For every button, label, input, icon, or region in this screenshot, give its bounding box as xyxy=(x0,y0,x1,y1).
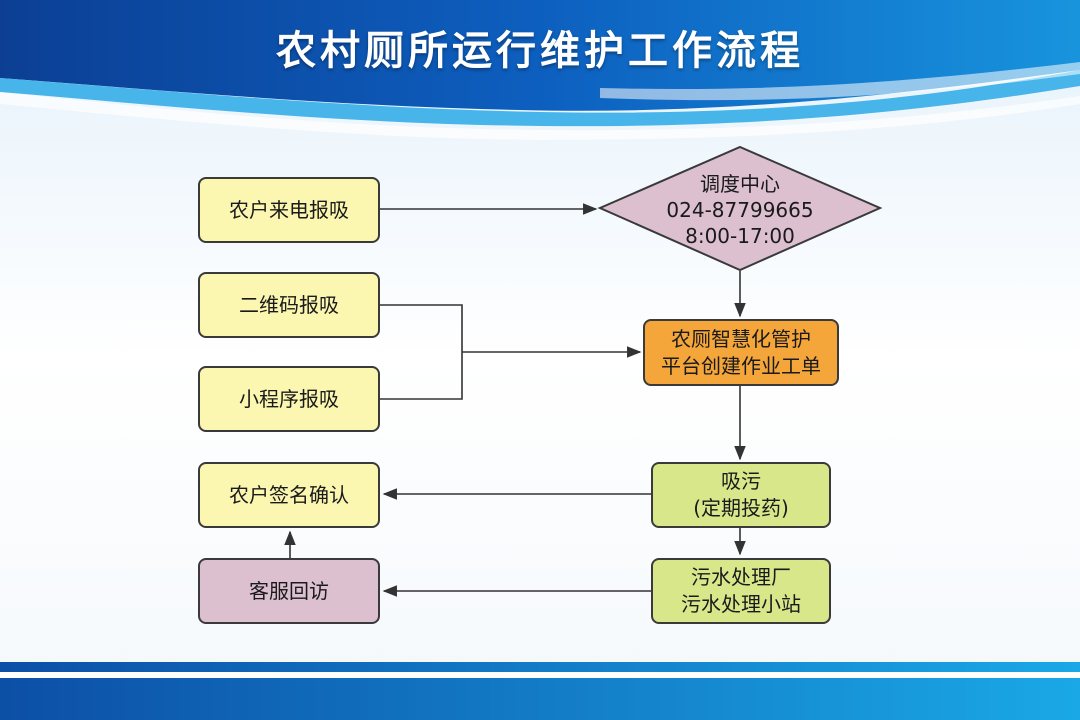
dispatch-center-name: 调度中心 xyxy=(700,172,780,196)
node-platform-work-order: 农厕智慧化管护 平台创建作业工单 xyxy=(643,319,839,386)
header-banner xyxy=(0,0,1080,140)
node-customer-followup: 客服回访 xyxy=(198,558,380,624)
dispatch-center-diamond xyxy=(597,145,883,272)
node-qr-report-label: 二维码报吸 xyxy=(239,292,339,317)
page-title: 农村厕所运行维护工作流程 xyxy=(276,28,804,74)
node-treatment-line2: 污水处理小站 xyxy=(681,592,801,616)
dispatch-center-text: 调度中心 024-87799665 8:00-17:00 xyxy=(605,168,875,252)
node-suction: 吸污 (定期投药) xyxy=(651,462,831,528)
node-customer-followup-label: 客服回访 xyxy=(249,578,329,603)
dispatch-center-hours: 8:00-17:00 xyxy=(685,224,795,248)
node-treatment-line1: 污水处理厂 xyxy=(691,565,791,589)
footer-band xyxy=(0,662,1080,720)
node-platform-line1: 农厕智慧化管护 xyxy=(671,326,811,351)
node-signature-confirm-label: 农户签名确认 xyxy=(229,482,349,507)
dispatch-center-phone: 024-87799665 xyxy=(666,198,814,222)
node-suction-line2: (定期投药) xyxy=(693,496,789,520)
node-signature-confirm: 农户签名确认 xyxy=(198,462,380,528)
node-suction-line1: 吸污 xyxy=(721,469,761,493)
node-phone-report: 农户来电报吸 xyxy=(198,177,380,243)
node-platform-line2: 平台创建作业工单 xyxy=(661,353,821,378)
node-miniprogram-report: 小程序报吸 xyxy=(198,366,380,432)
node-sewage-treatment: 污水处理厂 污水处理小站 xyxy=(651,558,831,624)
node-phone-report-label: 农户来电报吸 xyxy=(229,197,349,222)
node-qr-report: 二维码报吸 xyxy=(198,272,380,338)
flow-connectors xyxy=(284,203,746,597)
node-miniprogram-report-label: 小程序报吸 xyxy=(239,386,339,411)
